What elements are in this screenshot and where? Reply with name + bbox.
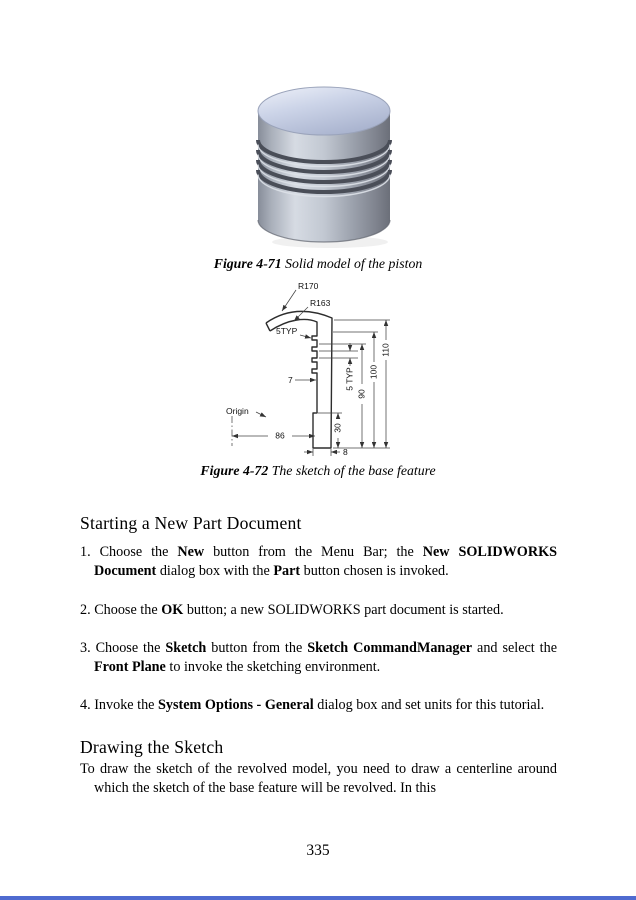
dim-100: 100 (368, 365, 378, 379)
leader-r163 (293, 306, 309, 322)
piston-groove-3 (256, 159, 392, 184)
piston-groove-3-highlight (257, 164, 391, 188)
origin-label: Origin (226, 406, 249, 416)
step-4: 4. Invoke the System Options - General d… (80, 697, 545, 714)
bottom-edge-bar (0, 896, 636, 900)
piston-groove-4-highlight (257, 174, 391, 198)
leader-r170 (281, 289, 297, 312)
dim-r163: R163 (310, 298, 331, 308)
step-3: 3. Choose the Sketch button from the Ske… (80, 639, 557, 676)
profile-lip-edge (265, 322, 271, 332)
dim-90: 90 (356, 389, 366, 399)
figure-4-71-image (246, 84, 402, 257)
dim-86: 86 (275, 430, 285, 440)
section-heading-drawing-the-sketch: Drawing the Sketch (80, 736, 224, 757)
piston-top-face (257, 86, 391, 136)
figure-4-71-caption: Figure 4-71 Solid model of the piston (213, 256, 423, 271)
dim-8: 8 (343, 447, 348, 457)
dim-r170: R170 (298, 281, 319, 291)
body-text: Starting a New Part Document 1. Choose t… (80, 513, 557, 798)
drawing-sketch-paragraph: To draw the sketch of the revolved model… (80, 760, 557, 797)
step-2: 2. Choose the OK button; a new SOLIDWORK… (80, 601, 504, 618)
leader-5typ (299, 334, 312, 339)
dim-110: 110 (380, 343, 390, 357)
step-1: 1. Choose the New button from the Menu B… (80, 544, 557, 580)
page-number: 335 (306, 842, 330, 859)
dim-5typ: 5TYP (276, 326, 298, 336)
piston-3d-model (256, 86, 392, 248)
dim-5typ-vertical: 5 TYP (344, 367, 354, 391)
dim-30: 30 (332, 423, 342, 433)
section-heading-starting-new-part-document: Starting a New Part Document (80, 513, 302, 533)
piston-groove-2-highlight (257, 154, 391, 178)
piston-groove-4 (256, 169, 392, 194)
figure-4-72-image: R170 R163 5TYP 7 110 100 90 30 5 TYP Ori… (222, 276, 414, 469)
piston-groove-1-highlight (257, 144, 391, 168)
profile-inner-edge-grooves (269, 318, 318, 413)
piston-groove-2 (256, 149, 392, 174)
base-feature-sketch: R170 R163 5TYP 7 110 100 90 30 5 TYP Ori… (226, 281, 390, 457)
dim-7: 7 (288, 375, 293, 385)
piston-bottom-edge (257, 219, 391, 243)
profile-outer-crown-and-wall (265, 310, 333, 449)
piston-groove-1 (256, 139, 392, 164)
figure-4-72-caption: Figure 4-72 The sketch of the base featu… (200, 463, 436, 478)
leader-origin (255, 411, 267, 418)
